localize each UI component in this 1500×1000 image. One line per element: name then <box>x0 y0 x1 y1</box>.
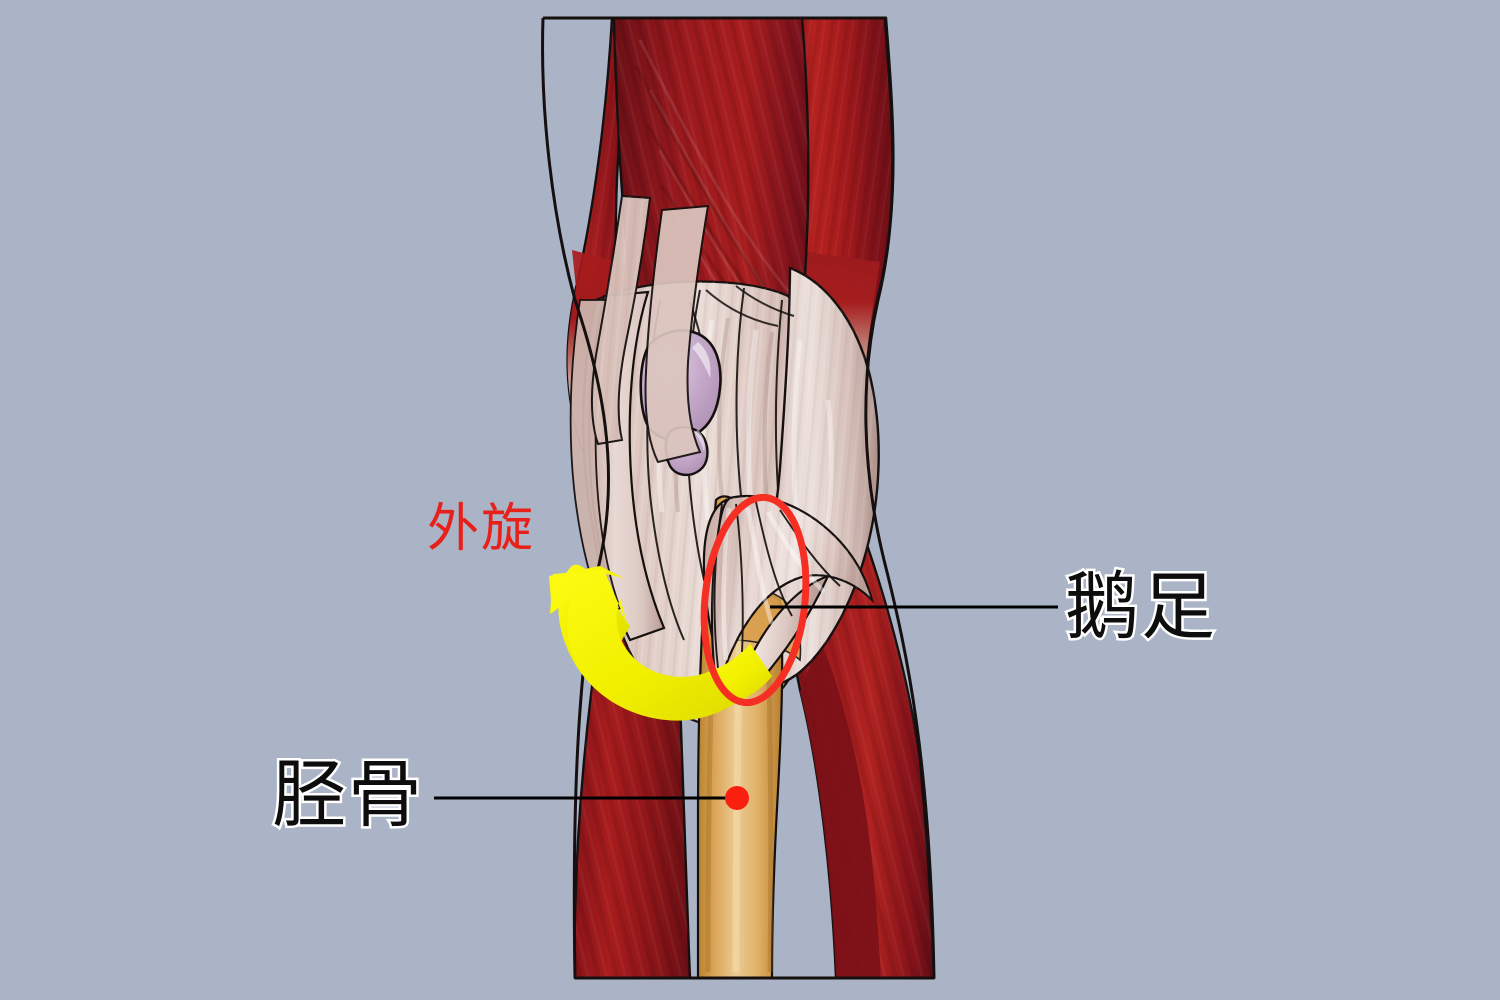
label-tibia: 胫骨 <box>270 752 425 838</box>
upper-tendon-bands <box>591 194 710 464</box>
rotation-arrow-tail <box>708 644 772 700</box>
tibia-marker-dot <box>725 786 749 810</box>
label-external-rotation: 外旋 <box>427 499 536 559</box>
highlight-ellipse <box>700 493 810 707</box>
label-pes-anserinus: 鹅足 <box>1063 564 1218 650</box>
posterior-muscle-strip <box>800 640 881 978</box>
tendon-band-mid <box>644 204 710 464</box>
bursa-small-highlight <box>694 430 705 452</box>
leg-outline <box>541 16 936 979</box>
leg-anatomy <box>541 16 936 980</box>
bursa-large-highlight <box>692 342 711 378</box>
annotation-layer <box>434 493 1058 810</box>
